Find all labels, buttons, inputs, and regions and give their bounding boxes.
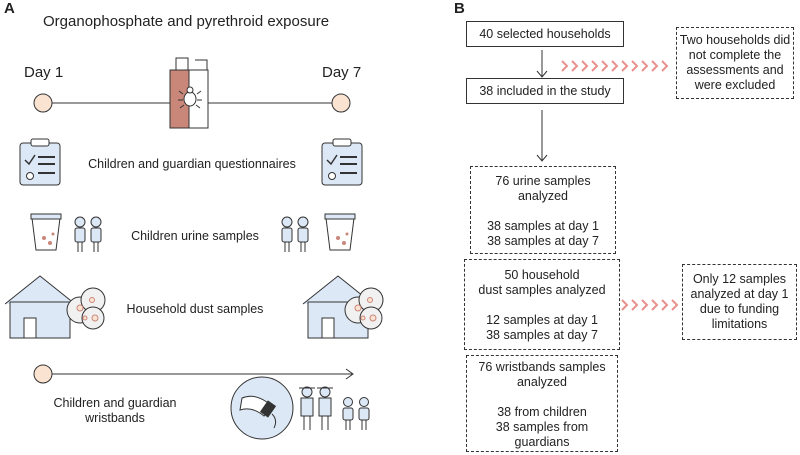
day-7-label: Day 7 <box>322 64 362 81</box>
excluded-households-box: Two households did not complete the asse… <box>676 27 794 99</box>
day-1-marker <box>33 93 53 113</box>
urine-samples-box: 76 urine samples analyzed 38 samples at … <box>470 166 616 254</box>
day-1-label: Day 1 <box>24 64 64 81</box>
included-households-box: 38 included in the study <box>466 78 624 104</box>
wristbands-label: Children and guardian wristbands <box>53 396 177 425</box>
dust-note-arrow-chevrons <box>621 299 679 311</box>
wristbands-samples-box: 76 wristbands samples analyzed 38 from c… <box>466 355 618 452</box>
questionnaires-label: Children and guardian questionnaires <box>88 157 296 171</box>
wristband-icon <box>230 376 294 440</box>
guardians-children-icon <box>299 386 370 430</box>
dust-cloud-icon-right <box>344 287 384 330</box>
dust-samples-box: 50 household dust samples analyzed 12 sa… <box>464 259 620 350</box>
selected-households-box: 40 selected households <box>466 21 624 47</box>
wristband-start-marker <box>33 364 53 384</box>
house-icon-left <box>4 275 76 339</box>
dust-note-box: Only 12 samples analyzed at day 1 due to… <box>682 264 797 340</box>
day-7-marker <box>331 93 351 113</box>
exclusion-arrow-chevrons <box>561 60 669 72</box>
children-icon-right <box>281 216 309 252</box>
panel-a-title: Organophosphate and pyrethroid exposure <box>43 13 330 30</box>
urine-cup-icon-right <box>324 213 356 251</box>
clipboard-icon-left <box>19 138 61 186</box>
clipboard-icon-right <box>321 138 363 186</box>
dust-samples-label: Household dust samples <box>126 302 264 316</box>
pesticide-jug-icon <box>169 57 209 129</box>
children-icon-left <box>74 216 102 252</box>
panel-b-label: B <box>454 0 465 17</box>
dust-cloud-icon-left <box>66 287 106 330</box>
urine-samples-label: Children urine samples <box>131 229 259 243</box>
urine-cup-icon-left <box>30 213 62 251</box>
panel-a-label: A <box>4 0 15 17</box>
